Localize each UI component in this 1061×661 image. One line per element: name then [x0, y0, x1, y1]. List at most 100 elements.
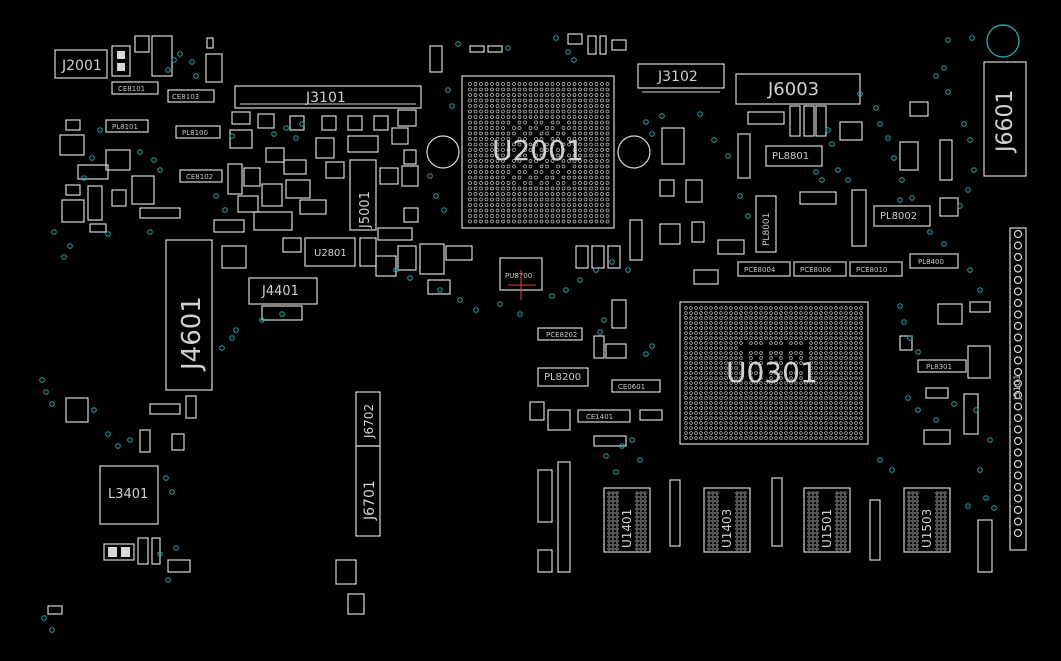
bga-ball [506, 192, 511, 196]
bga-ball [534, 98, 538, 103]
bga-ball [572, 82, 577, 86]
bga-ball [844, 426, 848, 430]
bga-ball [583, 148, 588, 152]
bga-ball [567, 98, 571, 103]
memory-ball [907, 531, 911, 535]
connector-pin [1013, 528, 1023, 538]
memory-ball [607, 543, 611, 547]
memory-ball [715, 495, 719, 499]
component-j6601: J6601 [983, 61, 1027, 177]
bga-ball [774, 436, 778, 440]
bga-ball [583, 93, 588, 97]
via [283, 125, 289, 131]
bga-ball [844, 406, 848, 410]
bga-ball [473, 214, 478, 218]
bga-ball [734, 381, 738, 385]
bga-ball [824, 391, 828, 395]
bga-ball [704, 431, 708, 435]
bga-ball [759, 361, 763, 365]
bga-ball [824, 311, 828, 315]
memory-ball [935, 543, 939, 547]
bga-ball [594, 148, 599, 152]
bga-ball [583, 192, 588, 196]
bga-ball [523, 219, 527, 224]
bga-ball [534, 93, 538, 97]
memory-ball [707, 519, 711, 523]
bga-ball [824, 316, 828, 320]
bga-ball [849, 431, 853, 435]
memory-ball [743, 547, 747, 551]
memory-ball [943, 503, 947, 507]
bga-ball [539, 115, 544, 119]
bga-ball [794, 316, 798, 320]
bga-ball [779, 316, 783, 320]
bga-ball [714, 436, 718, 440]
bga-ball [724, 326, 728, 330]
bga-ball [699, 381, 703, 385]
bga-ball [684, 416, 688, 420]
bga-ball [804, 436, 808, 440]
bga-ball [804, 426, 808, 430]
bga-ball [804, 421, 808, 425]
bga-ball [779, 406, 783, 410]
bga-ball [714, 421, 718, 425]
bga-ball [744, 396, 748, 400]
bga-ball [506, 186, 511, 191]
bga-ball [774, 331, 778, 335]
bga-ball [859, 426, 863, 430]
bga-ball [724, 316, 728, 320]
memory-ball [611, 515, 615, 519]
bga-ball [844, 341, 848, 345]
bga-ball [714, 411, 718, 415]
via [151, 157, 157, 163]
small-parts-mid [529, 299, 663, 447]
bga-ball [759, 316, 763, 320]
bga-ball [824, 356, 828, 360]
bga-ball [528, 93, 533, 97]
memory-ball [839, 535, 843, 539]
bga-ball [545, 115, 549, 119]
bga-ball [759, 371, 763, 375]
bga-ball [729, 416, 733, 420]
bga-ball [774, 411, 778, 415]
memory-ball [643, 499, 647, 503]
bga-ball [479, 98, 483, 103]
bga-ball [528, 164, 533, 169]
label-pl8200: PL8200 [544, 372, 581, 383]
via [455, 41, 461, 47]
bga-ball [799, 311, 803, 315]
bga-ball [814, 311, 818, 315]
bga-ball [517, 208, 522, 213]
bga-ball [589, 115, 593, 119]
bga-ball [605, 170, 610, 174]
memory-ball [835, 491, 839, 495]
bga-ball [859, 391, 863, 395]
bga-ball [844, 326, 848, 330]
bga-ball [694, 406, 698, 410]
memory-ball [935, 531, 939, 535]
bga-ball [794, 401, 798, 405]
bga-ball [699, 351, 703, 355]
via [517, 311, 523, 317]
memory-ball [907, 543, 911, 547]
memory-ball [839, 511, 843, 515]
bga-ball [512, 175, 516, 180]
memory-ball [707, 539, 711, 543]
bga-ball [694, 351, 698, 355]
memory-ball [839, 547, 843, 551]
memory-ball [639, 491, 643, 495]
memory-ball [639, 535, 643, 539]
bga-ball [854, 396, 858, 400]
memory-ball [815, 523, 819, 527]
bga-ball [495, 186, 500, 191]
bga-ball [512, 186, 516, 191]
memory-ball [611, 503, 615, 507]
memory-ball [839, 527, 843, 531]
via [609, 259, 615, 265]
bga-ball [572, 137, 577, 141]
bga-ball [567, 208, 571, 213]
bga-ball [468, 203, 472, 207]
connector-pin [1013, 482, 1023, 492]
bga-ball [600, 115, 604, 119]
bga-ball [550, 104, 555, 108]
